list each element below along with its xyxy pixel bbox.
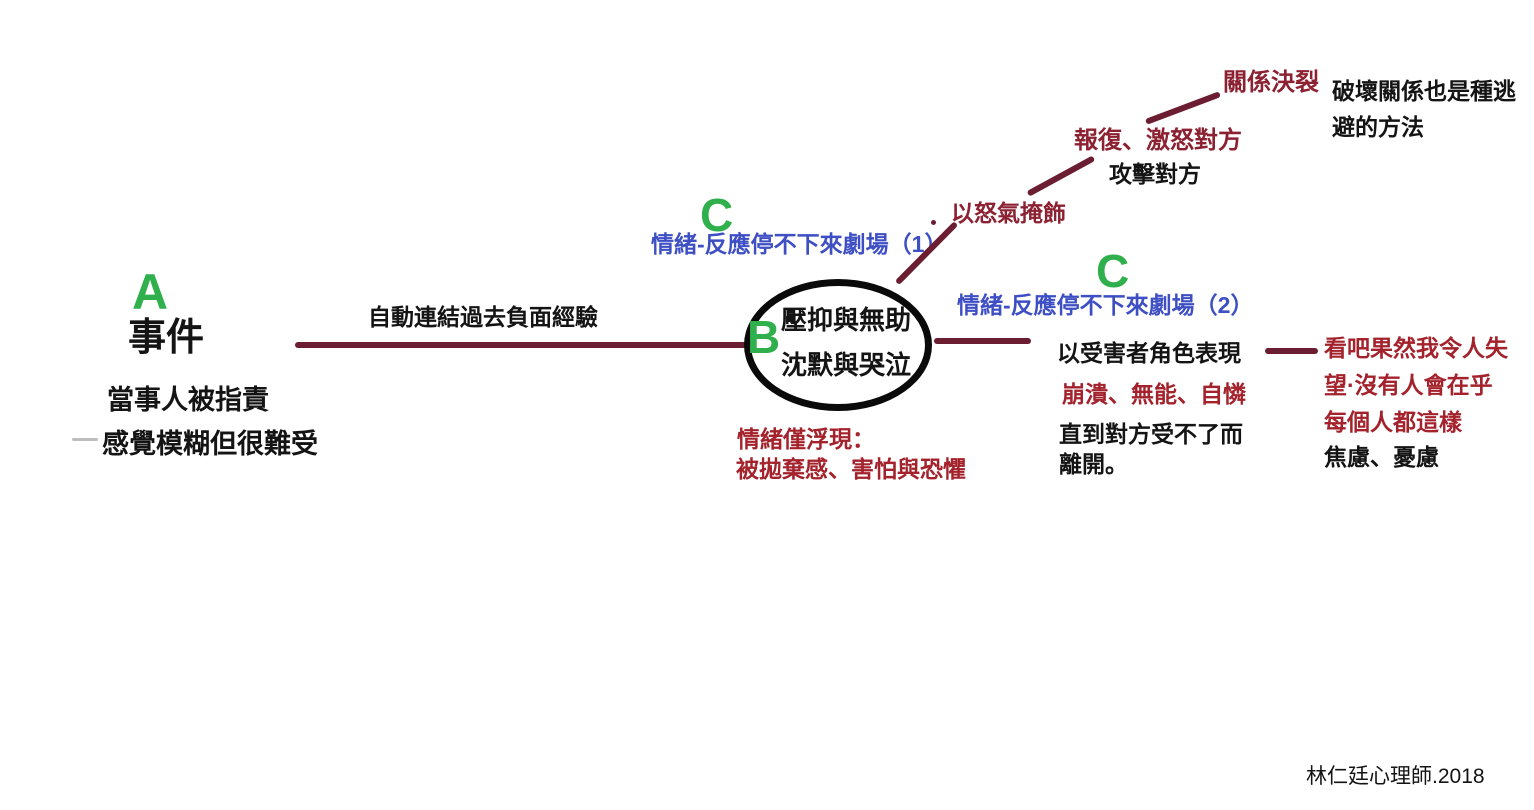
node-b-sub-1: 情緒僅浮現：: [737, 426, 875, 452]
c2-result-2: 望·沒有人會在乎: [1324, 372, 1493, 398]
branch-c2-label: 情緒-反應停不下來劇場（2）: [957, 292, 1254, 318]
branch-c1-label: 情緒-反應停不下來劇場（1）: [651, 231, 948, 257]
node-a-letter: A: [132, 264, 169, 320]
branch-c2-line1: 以受害者角色表現: [1057, 340, 1241, 366]
link-a-b-label: 自動連結過去負面經驗: [368, 304, 598, 330]
branch-c1-step2-note: 攻擊對方: [1109, 161, 1201, 187]
line-c1-seg2: [1026, 155, 1096, 197]
c2-result-3: 每個人都這樣: [1324, 409, 1462, 435]
line-b-to-c2: [934, 338, 1031, 344]
line-c2-to-result: [1265, 348, 1318, 354]
c1-path-dot: [931, 220, 936, 225]
branch-c1-step3: 關係決裂: [1223, 69, 1319, 96]
node-b-circle: [744, 279, 932, 411]
branch-c2-line4: 離開。: [1059, 451, 1128, 477]
c2-result-1: 看吧果然我令人失: [1324, 335, 1508, 361]
branch-c1-step2: 報復、激怒對方: [1074, 127, 1242, 154]
branch-c2-line2: 崩潰、無能、自憐: [1062, 381, 1246, 407]
node-b-text-2: 沈默與哭泣: [781, 350, 912, 380]
branch-c2-letter: C: [1096, 245, 1130, 297]
line-c1-seg3: [1144, 91, 1221, 125]
node-a-desc-1: 當事人被指責: [107, 385, 269, 415]
branch-c1-side-note-2: 避的方法: [1332, 114, 1424, 140]
branch-c1-step1: 以怒氣掩飾: [951, 200, 1066, 226]
node-a-desc-2: 感覺模糊但很難受: [102, 429, 318, 459]
author-signature: 林仁廷心理師.2018: [1306, 765, 1485, 788]
line-a-to-b: [295, 342, 747, 348]
node-b-letter: B: [747, 311, 781, 363]
stray-dash-mark: [72, 438, 98, 441]
node-b-sub-2: 被拋棄感、害怕與恐懼: [736, 456, 966, 482]
branch-c1-letter: C: [700, 189, 734, 241]
c2-result-4: 焦慮、憂慮: [1324, 444, 1439, 470]
node-a-title: 事件: [128, 317, 205, 359]
node-b-text-1: 壓抑與無助: [781, 305, 912, 335]
branch-c1-side-note-1: 破壞關係也是種逃: [1332, 78, 1516, 104]
branch-c2-line3: 直到對方受不了而: [1059, 421, 1243, 447]
